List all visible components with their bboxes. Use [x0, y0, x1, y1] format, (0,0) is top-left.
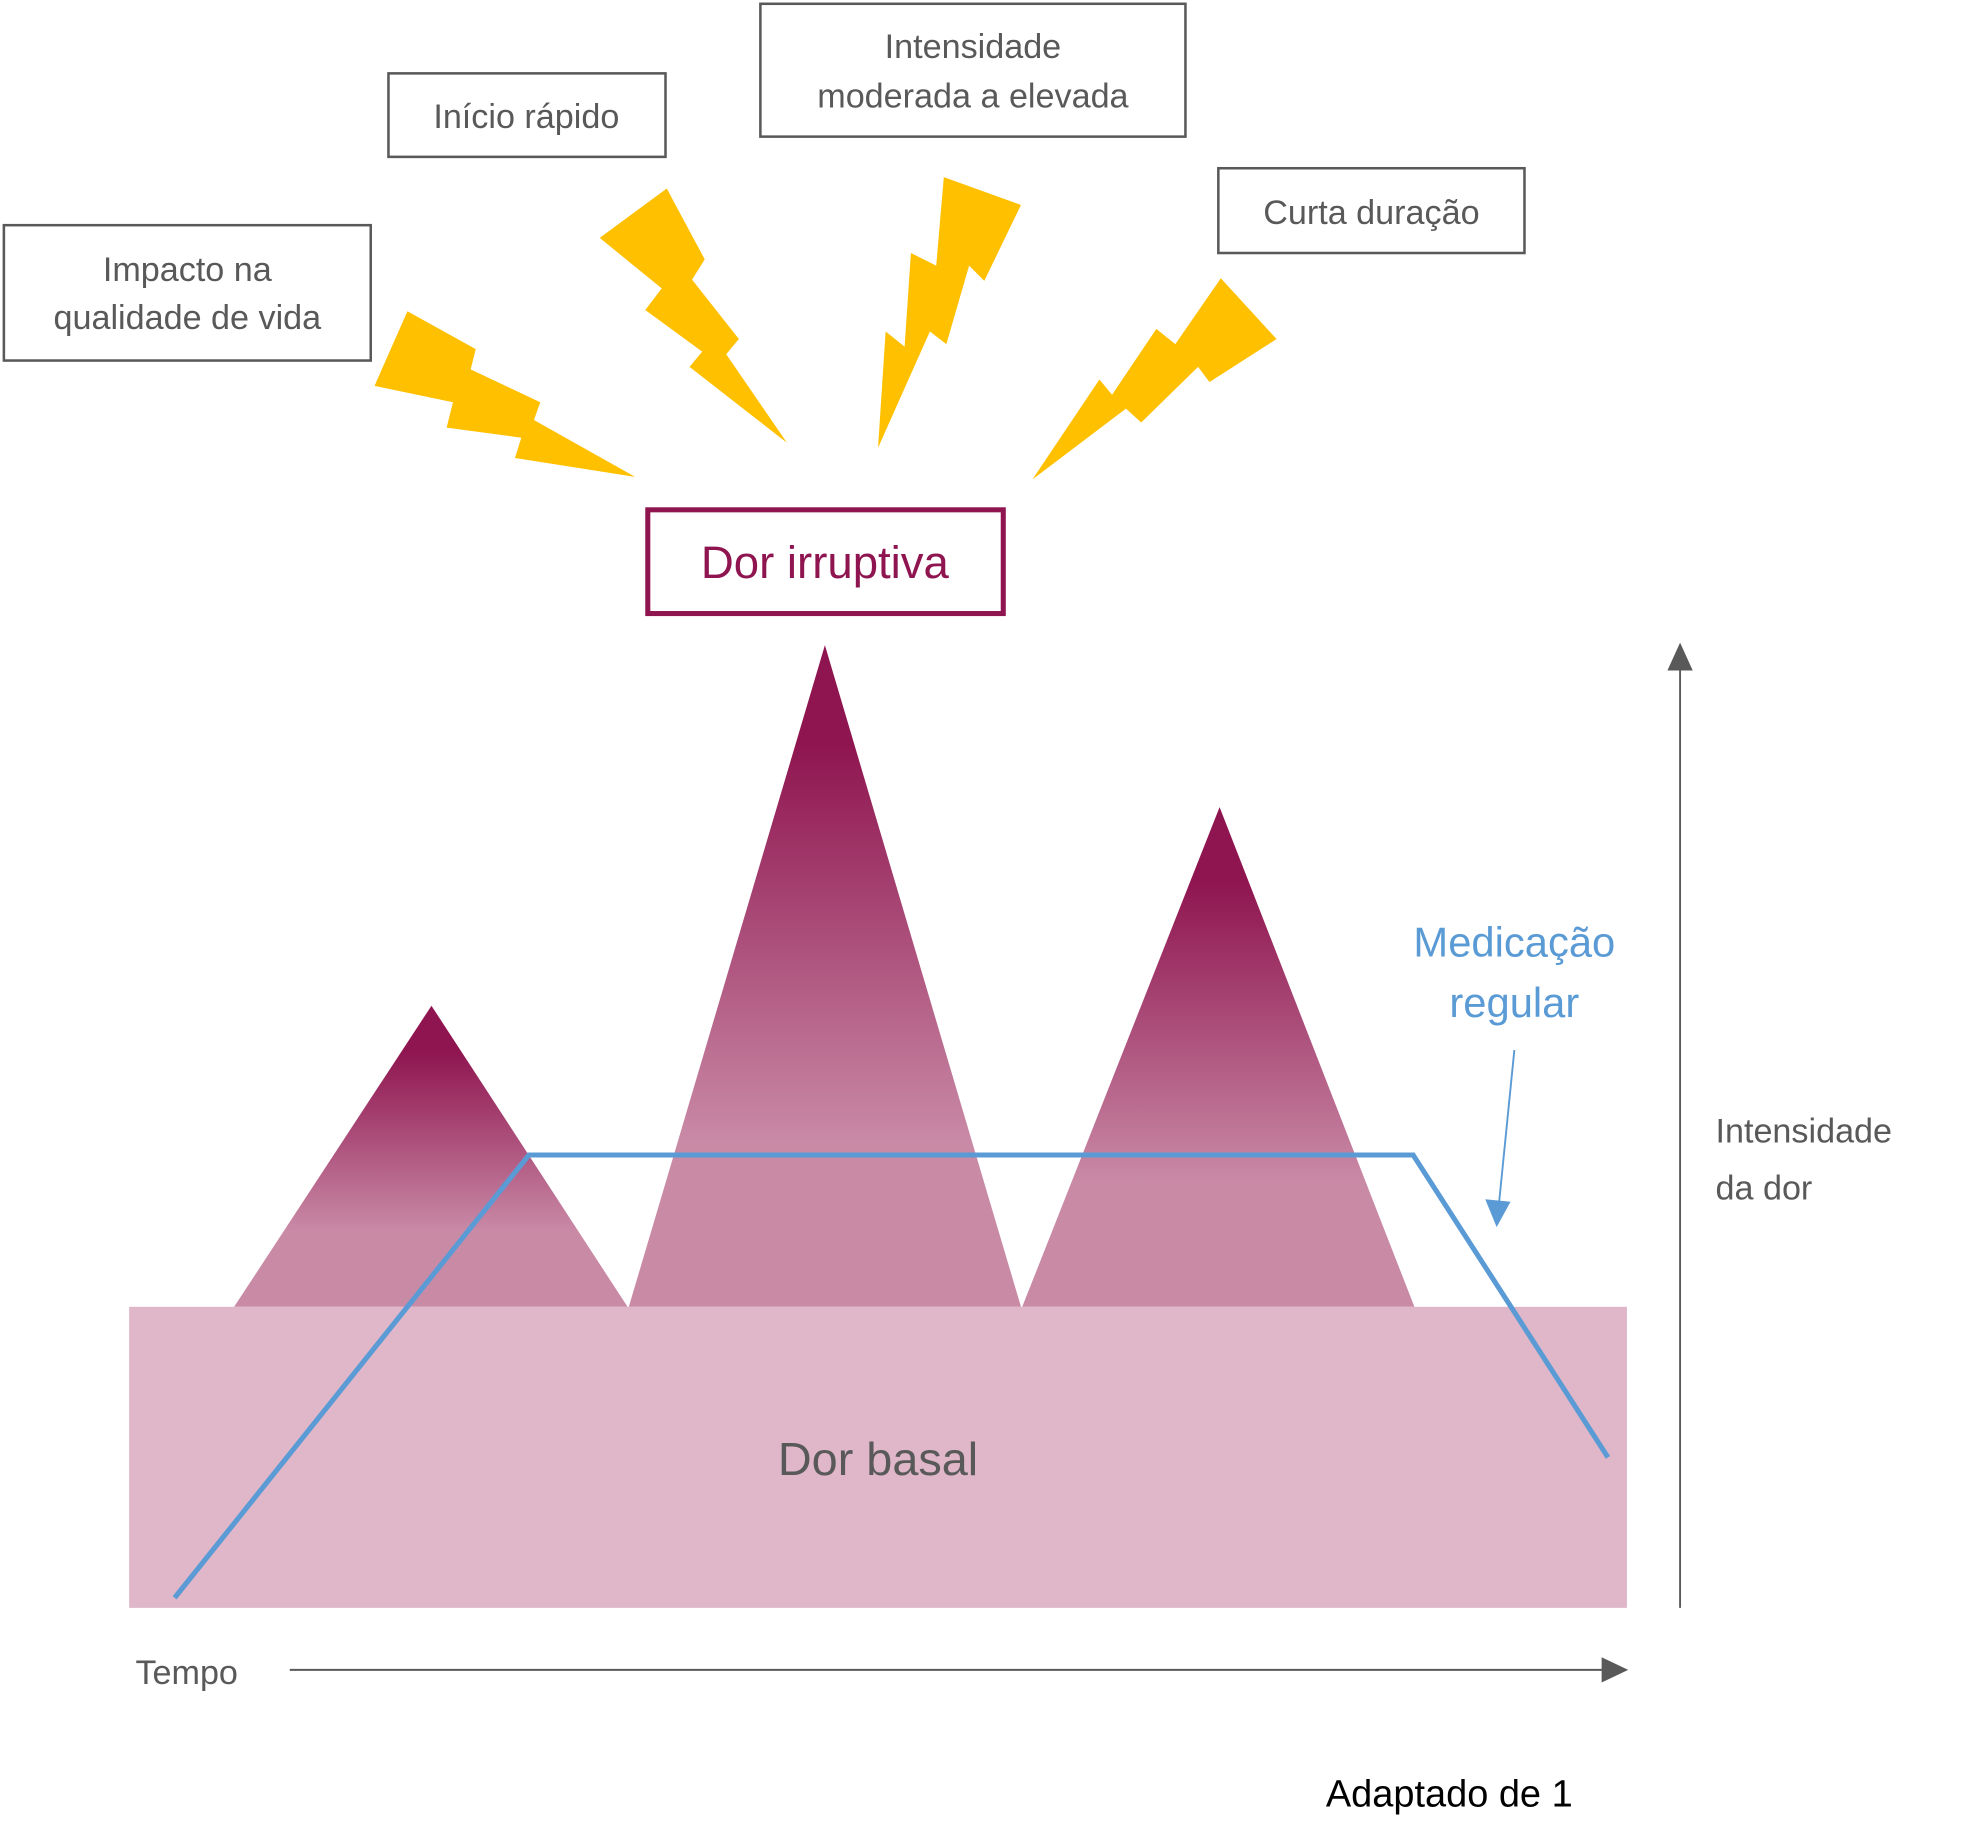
feature-text: Intensidade: [885, 28, 1062, 66]
x-axis-label: Tempo: [135, 1654, 237, 1692]
y-axis-label: da dor: [1715, 1169, 1812, 1207]
x-axis: [289, 1657, 1629, 1683]
breakthrough-pain-box: Dor irruptiva: [645, 507, 1006, 617]
medication-arrow-icon: [1485, 1049, 1516, 1228]
y-axis: [1667, 642, 1693, 1608]
feature-text: Início rápido: [433, 98, 619, 136]
breakthrough-pain-label: Dor irruptiva: [701, 537, 950, 588]
medication-line: [172, 1152, 1611, 1600]
feature-text: Curta duração: [1263, 194, 1479, 232]
pain-peak: [1022, 807, 1415, 1307]
feature-text: Impacto na: [103, 251, 272, 289]
feature-box-duration: Curta duração: [1217, 166, 1526, 255]
basal-pain-area: [129, 1306, 1627, 1608]
feature-box-onset: Início rápido: [387, 72, 667, 159]
feature-box-intensity: Intensidade moderada a elevada: [759, 2, 1187, 138]
lightning-icon: [374, 311, 636, 477]
feature-text: moderada a elevada: [817, 78, 1128, 116]
pain-peak: [234, 1005, 628, 1307]
basal-pain-label: Dor basal: [778, 1433, 978, 1485]
lightning-icon: [878, 177, 1021, 448]
pain-peak: [628, 645, 1021, 1307]
feature-text: qualidade de vida: [53, 299, 321, 337]
y-axis-label: Intensidade: [1715, 1112, 1892, 1150]
lightning-icon: [1032, 278, 1277, 480]
feature-box-impact: Impacto na qualidade de vida: [2, 223, 373, 362]
source-note: Adaptado de 1: [1326, 1773, 1573, 1815]
lightning-icon: [599, 188, 787, 443]
medication-label: regular: [1449, 979, 1579, 1026]
medication-label: Medicação: [1413, 918, 1615, 965]
